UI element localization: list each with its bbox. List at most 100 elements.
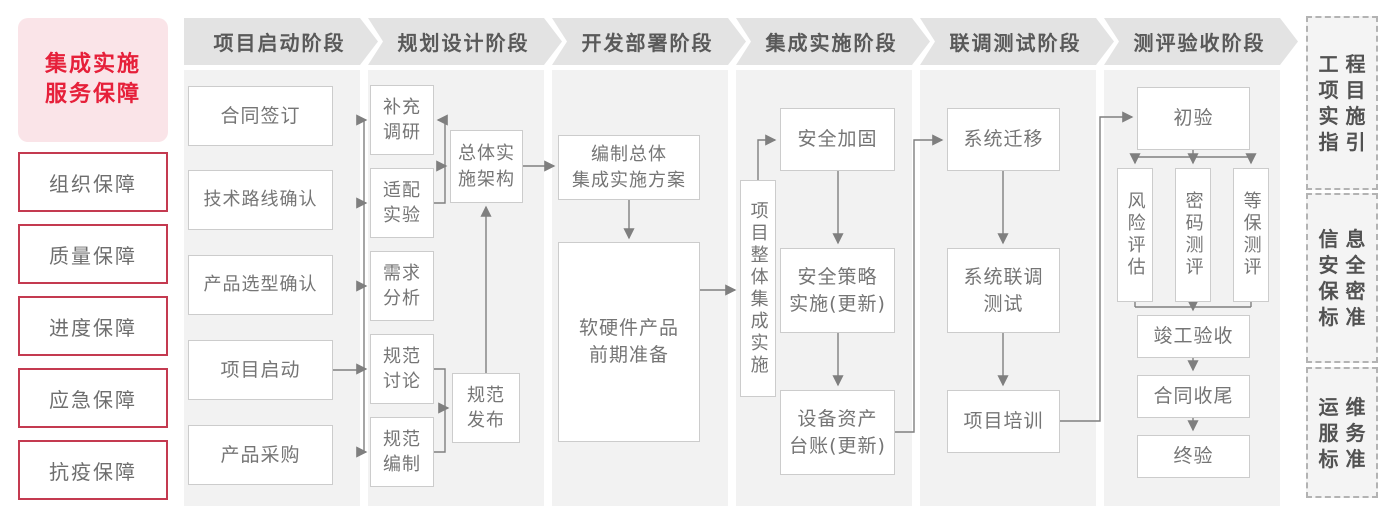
phase-label: 测评验收阶段 xyxy=(1133,31,1266,55)
box-mlps-evaluation: 等保测评 xyxy=(1233,168,1269,302)
box-label: 产品选型确认 xyxy=(203,274,318,296)
box-label: 补充 xyxy=(383,96,421,118)
box-label: 密码测评 xyxy=(1182,191,1204,279)
standard-label-row: 项目 xyxy=(1318,78,1373,102)
guarantee-label: 质量保障 xyxy=(49,243,137,268)
box-overall-integration-implementation: 项目整体集成实施 xyxy=(740,180,776,397)
box-overall-implementation-architecture: 总体实 施架构 xyxy=(450,130,523,203)
box-product-selection-confirm: 产品选型确认 xyxy=(188,255,333,315)
guarantee-item-schedule: 进度保障 xyxy=(18,296,168,356)
box-label: 讨论 xyxy=(383,371,421,392)
box-label: 技术路线确认 xyxy=(203,189,318,211)
box-label: 前期准备 xyxy=(588,344,669,366)
phase-banner-testing: 联调测试阶段 xyxy=(920,18,1114,65)
box-security-hardening: 安全加固 xyxy=(780,108,895,171)
box-label: 总体实 xyxy=(458,143,515,165)
box-label: 系统迁移 xyxy=(963,128,1044,151)
standard-label-row: 安全 xyxy=(1318,253,1373,277)
box-security-policy-implementation: 安全策略 实施(更新) xyxy=(780,248,895,333)
box-contract-signing: 合同签订 xyxy=(188,86,333,146)
box-label: 系统联调 xyxy=(963,265,1044,288)
guarantee-item-organization: 组织保障 xyxy=(18,152,168,212)
standard-info-security-confidentiality: 信息 安全 保密 标准 xyxy=(1306,193,1378,363)
standard-label-row: 标准 xyxy=(1318,305,1373,329)
guarantee-item-emergency: 应急保障 xyxy=(18,368,168,428)
guarantee-label: 组织保障 xyxy=(49,171,137,196)
box-label: 风险评估 xyxy=(1124,191,1146,279)
box-overall-integration-plan: 编制总体 集成实施方案 xyxy=(558,135,700,200)
guarantee-label: 应急保障 xyxy=(49,387,137,412)
box-label: 合同收尾 xyxy=(1153,385,1234,408)
box-completion-acceptance: 竣工验收 xyxy=(1137,315,1250,358)
box-label: 初验 xyxy=(1173,107,1214,130)
box-joint-debug-test: 系统联调 测试 xyxy=(947,248,1060,333)
phase-banner-startup: 项目启动阶段 xyxy=(184,18,378,65)
box-crypto-evaluation: 密码测评 xyxy=(1175,168,1211,302)
box-label: 软硬件产品 xyxy=(578,317,679,340)
box-system-migration: 系统迁移 xyxy=(947,108,1060,171)
box-label: 实施(更新) xyxy=(789,292,886,315)
standard-label-row: 标准 xyxy=(1318,446,1373,471)
box-label: 集成实施方案 xyxy=(572,169,686,191)
box-label: 需求 xyxy=(383,262,421,284)
box-preliminary-acceptance: 初验 xyxy=(1137,87,1250,150)
box-label: 竣工验收 xyxy=(1153,325,1234,348)
box-asset-ledger-update: 设备资产 台账(更新) xyxy=(780,390,895,475)
box-label: 等保测评 xyxy=(1240,191,1262,279)
guarantee-label: 抗疫保障 xyxy=(49,459,137,484)
box-label: 实验 xyxy=(383,205,421,226)
phase-label: 集成实施阶段 xyxy=(765,31,898,55)
phase-label: 开发部署阶段 xyxy=(581,31,714,55)
standard-ops-service: 运维 服务 标准 xyxy=(1306,367,1378,498)
box-adaptation-test: 适配 实验 xyxy=(370,168,434,238)
guarantee-label: 进度保障 xyxy=(49,315,137,340)
box-label: 规范 xyxy=(383,345,421,367)
box-final-acceptance: 终验 xyxy=(1137,435,1250,478)
box-label: 设备资产 xyxy=(797,407,878,430)
box-label: 施架构 xyxy=(458,168,515,190)
box-label: 适配 xyxy=(383,179,421,201)
standard-label-row: 工程 xyxy=(1318,52,1373,76)
box-label: 发布 xyxy=(467,410,505,431)
box-contract-closure: 合同收尾 xyxy=(1137,375,1250,418)
box-spec-drafting: 规范 编制 xyxy=(370,417,434,487)
box-spec-discussion: 规范 讨论 xyxy=(370,334,434,404)
standard-label-row: 实施 xyxy=(1318,104,1373,128)
guarantee-item-epidemic: 抗疫保障 xyxy=(18,440,168,500)
box-label: 分析 xyxy=(383,288,421,309)
box-label: 安全策略 xyxy=(797,265,878,288)
box-label: 测试 xyxy=(983,292,1024,315)
box-label: 项目启动 xyxy=(220,358,301,381)
box-label: 终验 xyxy=(1173,445,1214,468)
guarantee-item-quality: 质量保障 xyxy=(18,224,168,284)
standard-label-row: 信息 xyxy=(1318,227,1373,251)
box-project-training: 项目培训 xyxy=(947,390,1060,453)
phase-label: 规划设计阶段 xyxy=(397,31,530,55)
box-label: 项目整体集成实施 xyxy=(747,200,769,377)
box-label: 编制 xyxy=(383,454,421,475)
standard-label-row: 服务 xyxy=(1318,420,1373,445)
box-supplementary-research: 补充 调研 xyxy=(370,85,434,155)
phase-banner-acceptance: 测评验收阶段 xyxy=(1104,18,1298,65)
box-hw-sw-preparation: 软硬件产品 前期准备 xyxy=(558,242,700,442)
box-label: 安全加固 xyxy=(797,128,878,151)
standard-label-row: 指引 xyxy=(1318,130,1373,154)
phase-banner-integration: 集成实施阶段 xyxy=(736,18,930,65)
standard-label-row: 保密 xyxy=(1318,279,1373,303)
phase-banner-planning: 规划设计阶段 xyxy=(368,18,562,65)
diagram-title-line2: 服务保障 xyxy=(44,82,141,107)
diagram-title-line1: 集成实施 xyxy=(44,52,141,77)
box-label: 合同签订 xyxy=(220,104,301,127)
box-tech-route-confirm: 技术路线确认 xyxy=(188,170,333,230)
box-spec-release: 规范 发布 xyxy=(452,373,520,443)
box-label: 调研 xyxy=(383,122,421,143)
box-risk-assessment: 风险评估 xyxy=(1117,168,1153,302)
phase-label: 项目启动阶段 xyxy=(213,31,346,55)
box-label: 规范 xyxy=(383,428,421,450)
standard-engineering-project-guide: 工程 项目 实施 指引 xyxy=(1306,16,1378,190)
box-label: 规范 xyxy=(467,384,505,406)
standard-label-row: 运维 xyxy=(1318,394,1373,419)
phase-banner-development: 开发部署阶段 xyxy=(552,18,746,65)
